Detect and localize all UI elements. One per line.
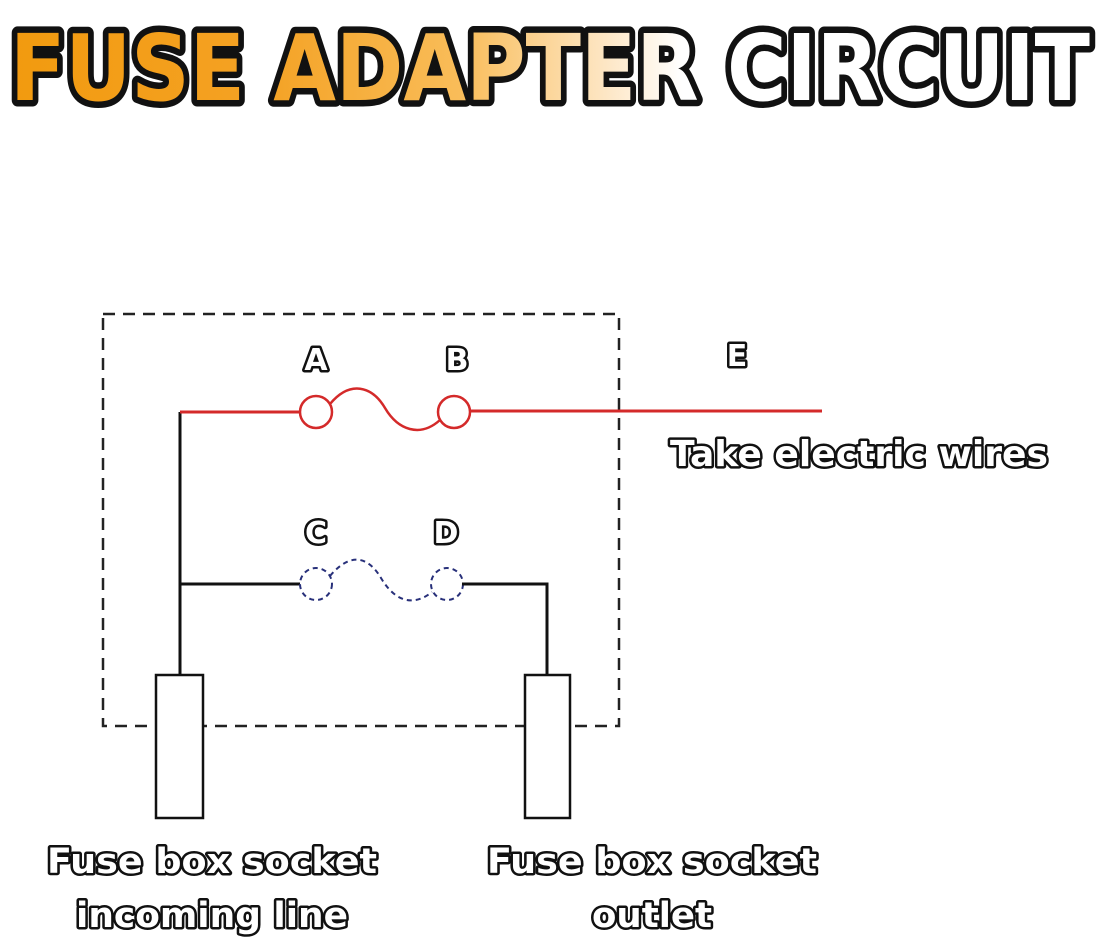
- fuse-terminal-a: [298, 394, 334, 430]
- label-d: D: [434, 516, 459, 551]
- branch-wire-right: [462, 582, 549, 675]
- title-part-1: FUSE ADAPTER: [10, 15, 699, 122]
- page-title: FUSE ADAPTER CIRCUIT: [10, 15, 1090, 122]
- label-e: E: [727, 339, 748, 374]
- outlet-socket-prong: [523, 673, 572, 820]
- label-c: C: [305, 516, 327, 551]
- outlet-caption-line1: Fuse box socket: [487, 842, 817, 882]
- incoming-caption-line1: Fuse box socket: [47, 842, 377, 882]
- fuse-element-ab: [329, 387, 441, 432]
- take-wires-label: Take electric wires: [670, 434, 1048, 475]
- fuse-terminal-c: [299, 567, 333, 601]
- fuse-terminal-b: [436, 394, 472, 430]
- incoming-caption-line2: incoming line: [76, 896, 348, 936]
- incoming-socket-prong: [154, 673, 205, 820]
- fuse-terminal-d: [430, 567, 464, 601]
- fuse-element-cd: [329, 558, 433, 602]
- adapter-housing: [101, 312, 621, 728]
- label-a: A: [304, 343, 328, 378]
- outlet-caption-line2: outlet: [592, 896, 712, 936]
- title-part-2: CIRCUIT: [727, 15, 1090, 122]
- label-b: B: [446, 343, 469, 378]
